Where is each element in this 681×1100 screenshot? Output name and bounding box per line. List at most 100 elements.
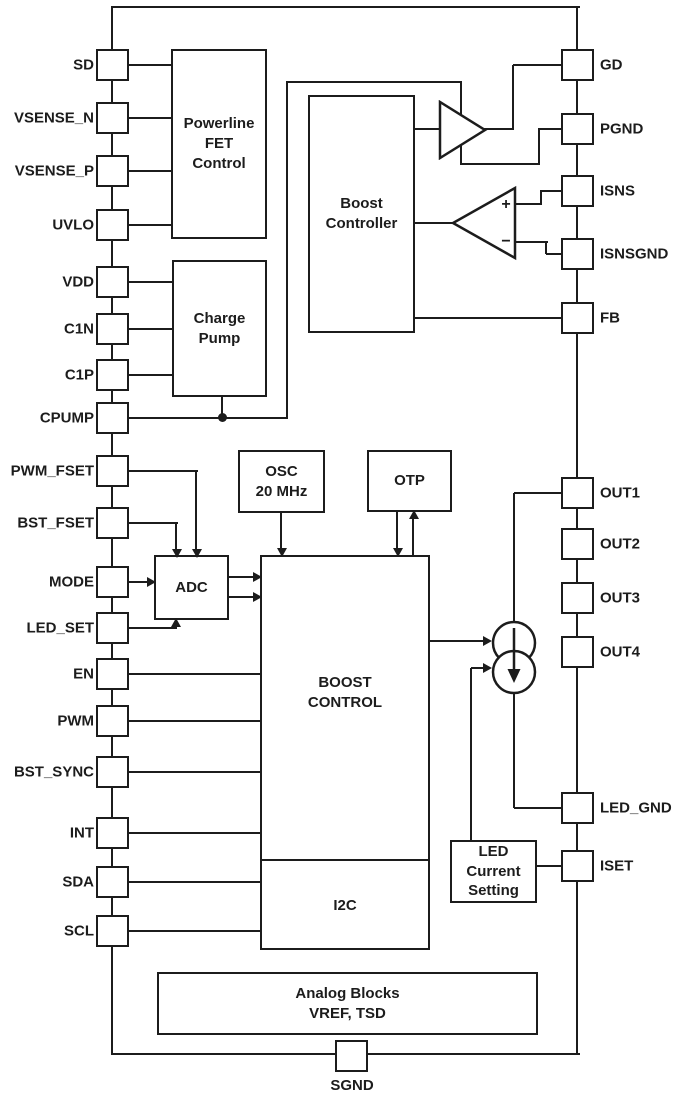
wire-i2c-divider [260,858,430,862]
arrowhead [171,549,182,558]
wire [286,80,462,84]
wire [279,513,283,550]
pin-vsense-n-box [96,102,129,134]
wire [129,223,172,227]
comparator-plus-sign: + [501,196,511,213]
pin-isns-label: ISNS [600,182,636,200]
pin-pwm-box [96,705,129,737]
pin-vsense-n-label: VSENSE_N [13,109,94,127]
wire [129,580,149,584]
wire [544,242,548,254]
wire [129,626,177,630]
wire [469,668,473,841]
pin-c1p-box [96,359,129,391]
pin-led-set-label: LED_SET [26,619,94,637]
pin-iset-box [561,850,594,882]
wire [536,864,561,868]
wire [129,373,173,377]
wire [129,63,172,67]
wire [514,806,561,810]
wire [129,327,173,331]
block-i2c-label: I2C [333,896,357,914]
pin-uvlo-label: UVLO [52,216,94,234]
block-adc: ADC [154,555,229,620]
wire [129,770,261,774]
wire [483,127,514,131]
block-boost-controller-label: Boost Controller [325,195,398,232]
pin-iset-label: ISET [600,857,634,875]
wire [538,127,561,131]
pin-cpump-label: CPUMP [39,409,94,427]
current-sense-comparator-icon [450,185,517,261]
wire [414,127,440,131]
arrowhead [483,635,492,646]
wire [471,666,485,670]
wire [395,512,399,549]
arrowhead [276,548,287,557]
wire [513,63,561,67]
led-current-source-icon [491,620,537,695]
pin-c1n-box [96,313,129,345]
block-osc: OSC 20 MHz [238,450,325,513]
comparator-minus-sign: − [501,233,511,250]
wire [129,521,178,525]
pin-mode-label: MODE [49,573,94,591]
block-boost-control: BOOST CONTROL [260,555,430,950]
pin-c1p-label: C1P [64,366,94,384]
pin-fb-box [561,302,594,334]
block-adc-label: ADC [175,578,208,596]
block-led-current-setting: LED Current Setting [450,840,537,903]
wire [220,397,224,418]
wire [460,162,540,166]
wire [129,880,261,884]
pin-bst-sync-label: BST_SYNC [13,763,94,781]
pin-out4-label: OUT4 [600,643,641,661]
wire [229,575,253,579]
pin-vsense-p-label: VSENSE_P [14,162,94,180]
pin-sgnd-label: SGND [330,1077,374,1094]
block-otp: OTP [367,450,452,512]
block-powerline-fet-control-label: Powerline FET Control [183,115,255,172]
pin-out1-box [561,477,594,509]
wire [111,5,580,9]
wire [537,129,541,164]
pin-c1n-label: C1N [63,320,94,338]
wire [174,523,178,551]
pin-uvlo-box [96,209,129,241]
wire [229,595,253,599]
pin-isnsgnd-box [561,238,594,270]
pin-isnsgnd-label: ISNSGND [600,245,669,263]
wire [285,82,289,418]
arrowhead [392,548,403,557]
pin-scl-label: SCL [64,922,94,940]
arrowhead [191,549,202,558]
block-charge-pump: Charge Pump [172,260,267,397]
wire [540,189,561,193]
pin-cpump-box [96,402,129,434]
wire [515,202,542,206]
pin-sd-label: SD [73,56,94,74]
pin-bst-fset-box [96,507,129,539]
pin-pgnd-box [561,113,594,145]
pin-gd-label: GD [600,56,623,74]
pin-sd-box [96,49,129,81]
pin-bst-sync-box [96,756,129,788]
pin-vdd-label: VDD [62,273,94,291]
block-powerline-fet-control: Powerline FET Control [171,49,267,239]
pin-gd-box [561,49,594,81]
wire [511,65,515,129]
pin-sda-box [96,866,129,898]
wire [129,469,198,473]
pin-led-gnd-label: LED_GND [600,799,672,817]
wire [414,316,561,320]
pin-bst-fset-label: BST_FSET [17,514,94,532]
wire [194,471,198,551]
pin-pgnd-label: PGND [600,120,644,138]
pin-pwm-label: PWM [57,712,94,730]
arrowhead [253,571,262,582]
pin-led-set-box [96,612,129,644]
block-osc-label: OSC 20 MHz [255,462,308,500]
wire [129,831,261,835]
arrowhead [408,510,419,519]
wire [129,280,173,284]
